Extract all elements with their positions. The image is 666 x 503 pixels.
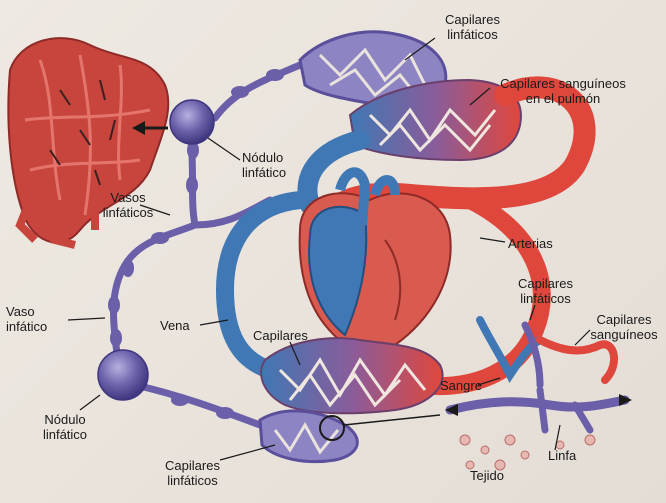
label-capilares-linfaticos-right: Capilares linfáticos bbox=[508, 276, 583, 306]
inset-tissue-detail bbox=[445, 320, 632, 470]
label-capilares: Capilares bbox=[253, 328, 323, 343]
label-capilares-sanguineos-right: Capilares sanguíneos bbox=[584, 312, 664, 342]
label-nodulo-linfatico-top: Nódulo linfático bbox=[242, 150, 322, 180]
label-capilares-linfaticos-top: Capilares linfáticos bbox=[430, 12, 515, 42]
label-vasos-linfaticos: Vasos linfáticos bbox=[88, 190, 168, 220]
label-tejido: Tejido bbox=[470, 468, 525, 483]
label-arterias: Arterias bbox=[508, 236, 578, 251]
label-capilares-linfaticos-bottom: Capilares linfáticos bbox=[150, 458, 235, 488]
label-capilares-sanguineos-pulmon: Capilares sanguíneos en el pulmón bbox=[488, 76, 638, 106]
label-nodulo-linfatico-bottom: Nódulo linfático bbox=[30, 412, 100, 442]
lymph-node-top bbox=[170, 100, 214, 144]
label-sangre: Sangre bbox=[440, 378, 490, 393]
label-vaso-linfatico: Vaso infático bbox=[6, 304, 66, 334]
lymph-node-bottom bbox=[98, 350, 148, 400]
label-vena: Vena bbox=[160, 318, 205, 333]
label-linfa: Linfa bbox=[548, 448, 593, 463]
lymph-capillaries-bottom bbox=[260, 411, 357, 462]
systemic-capillaries bbox=[261, 338, 442, 413]
